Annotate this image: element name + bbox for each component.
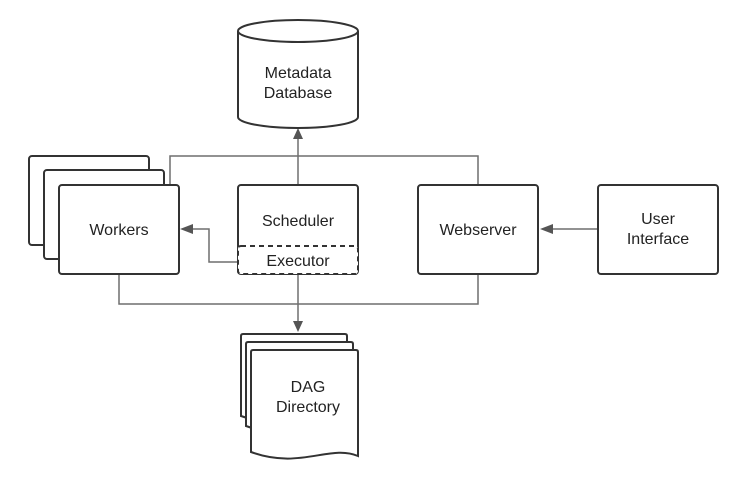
workers-node: Workers [28,155,180,275]
database-label-line2: Database [264,85,333,102]
connectors [118,138,598,322]
dag-directory-label-line2: Directory [276,399,340,416]
top-bus-line [169,155,479,185]
workers-box [58,184,180,275]
arrowheads [180,128,553,332]
user-interface-label-line2: Interface [627,231,689,248]
user-interface-node: User Interface [597,184,719,275]
dag-directory-label-line1: DAG [291,379,326,396]
database-cylinder-body [237,31,359,129]
webserver-node: Webserver [417,184,539,275]
arrow-to-webserver [540,224,553,234]
dag-directory-node: DAG Directory [240,333,359,460]
webserver-box [417,184,539,275]
executor-to-workers-line [192,228,238,263]
webserver-label: Webserver [439,222,517,239]
executor-label: Executor [266,253,330,270]
arrow-to-workers [180,224,193,234]
user-interface-box [597,184,719,275]
dag-doc-front [250,349,359,460]
arrow-to-database [293,128,303,139]
scheduler-label: Scheduler [262,213,335,230]
arrow-to-dag-directory [293,321,303,332]
user-interface-label-line1: User [641,211,675,228]
workers-label: Workers [89,222,148,239]
database-label-line1: Metadata [265,65,332,82]
database-cylinder-top [237,19,359,43]
scheduler-node: Scheduler Executor [237,184,359,275]
metadata-database-node: Metadata Database [237,19,359,129]
executor-box [237,245,359,275]
